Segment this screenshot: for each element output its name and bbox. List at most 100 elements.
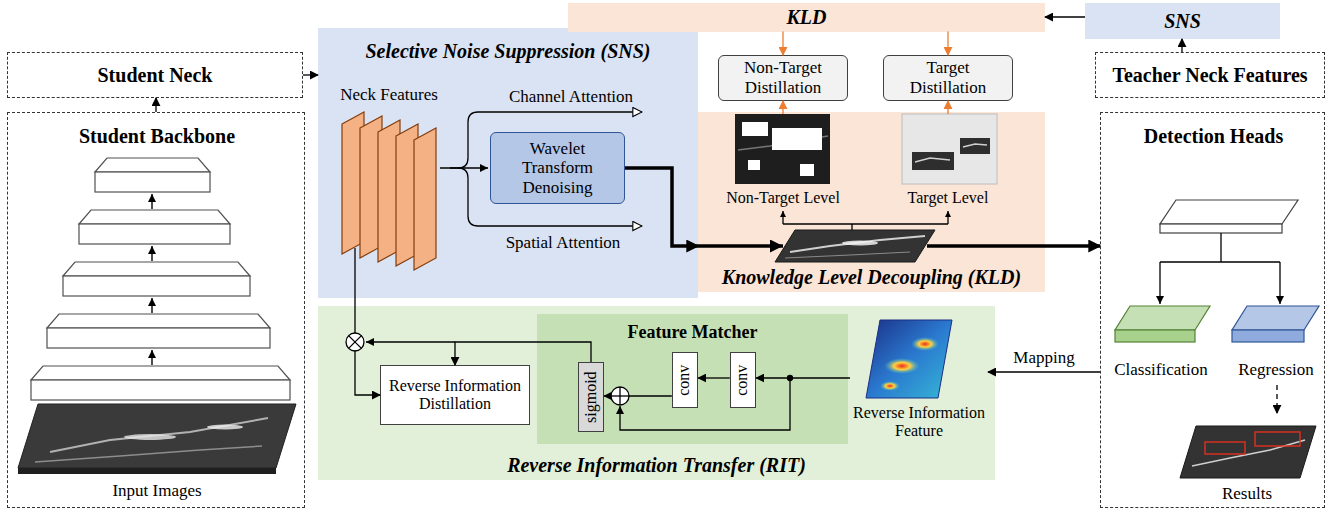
- node-text: Student Backbone: [79, 125, 235, 148]
- results-image: [1192, 440, 1305, 466]
- rit-wires: [366, 341, 455, 342]
- head-wires: [1159, 262, 1160, 304]
- process-box: Reverse Information Distillation: [380, 365, 530, 425]
- feature-wires: [698, 244, 783, 248]
- head-plate: [1160, 200, 1298, 224]
- input-image: [18, 404, 296, 468]
- kld-bar: KLD: [568, 3, 1045, 32]
- regression-slab: [1232, 306, 1319, 330]
- add-symbol: [611, 395, 629, 396]
- result-image: Results: [1171, 413, 1323, 507]
- sns-panel: Selective Noise Suppression (SNS)Neck Fe…: [318, 28, 698, 298]
- connector: [155, 98, 156, 112]
- multiply-symbol: [346, 333, 364, 351]
- rit-wires: [366, 342, 793, 430]
- non-target-map: [772, 128, 822, 150]
- text-slot: Regression: [1226, 359, 1326, 381]
- level-map: Target Level: [886, 114, 1010, 210]
- backbone-pyramid: [95, 172, 210, 192]
- results-image: [1255, 432, 1300, 446]
- distill-box: Non-Target Distillation: [718, 55, 848, 101]
- node-text: KLD: [787, 6, 827, 29]
- input-image: [18, 468, 276, 474]
- node-text: SNS: [1164, 10, 1201, 33]
- heatmap-image: [866, 320, 952, 398]
- backbone-pyramid: [63, 276, 250, 296]
- connector: [782, 32, 783, 56]
- neck-feature-stack: [414, 128, 436, 270]
- node-text: Classification: [1114, 360, 1207, 380]
- backbone-pyramid: [31, 158, 290, 400]
- text-slot: Spatial Attention: [468, 232, 658, 254]
- feature-map: Reverse Information Feature: [850, 316, 988, 446]
- connector: [988, 371, 1100, 372]
- node-text: Wavelet Transform Denoising: [503, 139, 613, 198]
- feature-map-image: [775, 230, 935, 262]
- target-map: [902, 114, 997, 184]
- head-wires: [1160, 261, 1280, 262]
- heatmap-image: [884, 358, 920, 374]
- neck-feature-stack: [396, 124, 418, 266]
- text-slot: Student Backbone: [8, 123, 306, 149]
- edge-label-slot: Mapping: [974, 347, 1114, 369]
- target-map: [960, 138, 990, 154]
- input-image: [50, 418, 268, 452]
- input-image: [124, 434, 176, 440]
- non-target-map: [738, 136, 828, 150]
- text-slot: Channel Attention: [476, 86, 666, 108]
- add-symbol: [611, 387, 629, 405]
- text-slot: Knowledge Level Decoupling (KLD): [698, 264, 1045, 290]
- backbone-pyramid: [63, 262, 250, 276]
- classification-slab: [1115, 306, 1210, 330]
- connector: [756, 377, 850, 378]
- neck-feature-stack: [378, 120, 400, 262]
- text-slot: Student Neck: [8, 53, 302, 97]
- node-text: Reverse Information Feature: [850, 404, 988, 441]
- heatmap-image: [911, 337, 939, 351]
- backbone-pyramid: [31, 366, 290, 380]
- pyramid-arrows: [151, 246, 152, 261]
- pyramid-arrows: [151, 350, 152, 365]
- text-slot: Selective Noise Suppression (SNS): [318, 38, 698, 64]
- connector: [782, 101, 783, 114]
- text-slot: Reverse Information Feature: [850, 402, 988, 442]
- feature-wires: [947, 211, 948, 224]
- heatmap-image: [880, 381, 900, 391]
- distill-box: Target Distillation: [883, 55, 1013, 101]
- target-map: [915, 158, 950, 162]
- pyramid-arrows: [151, 298, 152, 313]
- node-text: Spatial Attention: [506, 233, 621, 253]
- node-text: Detection Heads: [1144, 125, 1283, 148]
- connector: [303, 74, 318, 75]
- connector: [355, 298, 380, 395]
- node-text: sigmoid: [582, 371, 600, 423]
- node-text: Feature Matcher: [627, 322, 757, 343]
- connector: [1045, 16, 1085, 17]
- head-branch: Regression: [1226, 299, 1326, 385]
- connector: [947, 101, 948, 114]
- non-target-map: [742, 122, 768, 136]
- rit-wires: [788, 376, 793, 381]
- feature-wires: [698, 211, 1045, 246]
- feature-map-image: [785, 252, 910, 258]
- text-slot: Classification: [1106, 359, 1216, 381]
- non-target-map: [735, 114, 830, 184]
- backbone-box: Student BackboneInput Images: [7, 112, 305, 508]
- connector: [947, 32, 948, 56]
- text-slot: Feature Matcher: [537, 320, 848, 344]
- node-text: Selective Noise Suppression (SNS): [366, 40, 651, 63]
- classification-slab: [1115, 330, 1195, 342]
- multiply-symbol: [349, 336, 362, 349]
- backbone-pyramid: [47, 314, 270, 328]
- node-text: Reverse Information Distillation: [385, 377, 525, 414]
- node-text: conv: [676, 364, 694, 395]
- node-text: Results: [1222, 484, 1272, 504]
- text-slot: Target Distillation: [884, 56, 1012, 100]
- regression-slab: [1232, 306, 1319, 342]
- sns-box: SNS: [1085, 3, 1280, 39]
- target-map: [963, 144, 987, 147]
- conv-box: conv: [672, 352, 698, 408]
- backbone-pyramid: [79, 224, 230, 244]
- process-box: Wavelet Transform Denoising: [490, 132, 625, 204]
